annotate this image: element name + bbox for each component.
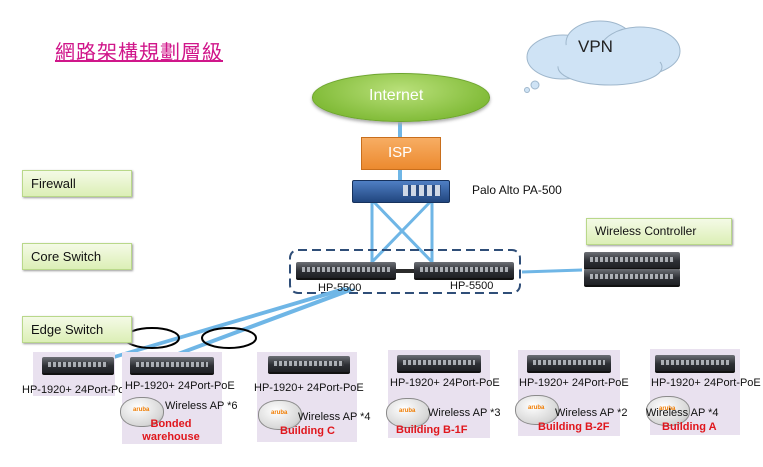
edge-switch-label: HP-1920+ 24Port-PoE <box>651 377 761 389</box>
edge-switch-label: HP-1920+ 24Port-PoE <box>22 384 132 396</box>
wireless-ap-label: Wireless AP *4 <box>298 411 371 423</box>
wireless-ap-label: Wireless AP *2 <box>555 407 628 419</box>
isp-node <box>361 137 441 170</box>
edge-switch-label: HP-1920+ 24Port-PoE <box>254 382 364 394</box>
wireless-controller-icon-bottom <box>584 269 680 287</box>
edge-switch-label: HP-1920+ 24Port-PoE <box>125 380 235 392</box>
firewall-device-icon <box>352 180 450 203</box>
wireless-controller-icon-top <box>584 252 680 270</box>
edge-switch-label: HP-1920+ 24Port-PoE <box>519 377 629 389</box>
edge-switch-icon <box>655 355 735 373</box>
internet-node <box>312 73 490 122</box>
tier-firewall: Firewall <box>22 170 132 197</box>
wireless-ap-icon <box>515 395 559 425</box>
core-switch-1-label: HP-5500 <box>318 282 362 294</box>
edge-switch-icon <box>268 356 350 374</box>
edge-switch-icon <box>42 357 114 375</box>
edge-switch-label: HP-1920+ 24Port-PoE <box>390 377 500 389</box>
core-switch-1-icon <box>296 262 396 280</box>
vpn-cloud-icon <box>524 20 681 93</box>
tier-edge-switch: Edge Switch <box>22 316 132 343</box>
wireless-ap-icon <box>646 396 690 426</box>
building-name: Building C <box>280 425 335 437</box>
building-name: Bonded warehouse <box>142 418 200 443</box>
wireless-ap-label: Wireless AP *6 <box>165 400 238 412</box>
core-switch-2-label: HP-5500 <box>450 280 494 292</box>
edge-switch-icon <box>527 355 611 373</box>
edge-switch-icon <box>397 355 481 373</box>
core-switch-2-icon <box>414 262 514 280</box>
building-name: Building B-1F <box>396 424 468 436</box>
isp-label: ISP <box>388 144 413 161</box>
wireless-ap-icon <box>258 400 302 430</box>
building-name: Building B-2F <box>538 421 610 433</box>
building-name: Building A <box>662 421 717 433</box>
page-title: 網路架構規劃層級 <box>55 40 223 64</box>
internet-label: Internet <box>369 87 424 104</box>
tier-core-switch: Core Switch <box>22 243 132 270</box>
wireless-controller-label: Wireless Controller <box>586 218 732 245</box>
wireless-ap-icon <box>120 397 164 427</box>
edge-switch-icon <box>130 357 214 375</box>
wireless-ap-label: Wireless AP *3 <box>428 407 501 419</box>
wireless-ap-icon <box>386 398 430 428</box>
wireless-ap-label: Wireless AP *4 <box>646 407 719 419</box>
firewall-device-label: Palo Alto PA-500 <box>472 183 562 197</box>
vpn-label: VPN <box>578 37 613 56</box>
